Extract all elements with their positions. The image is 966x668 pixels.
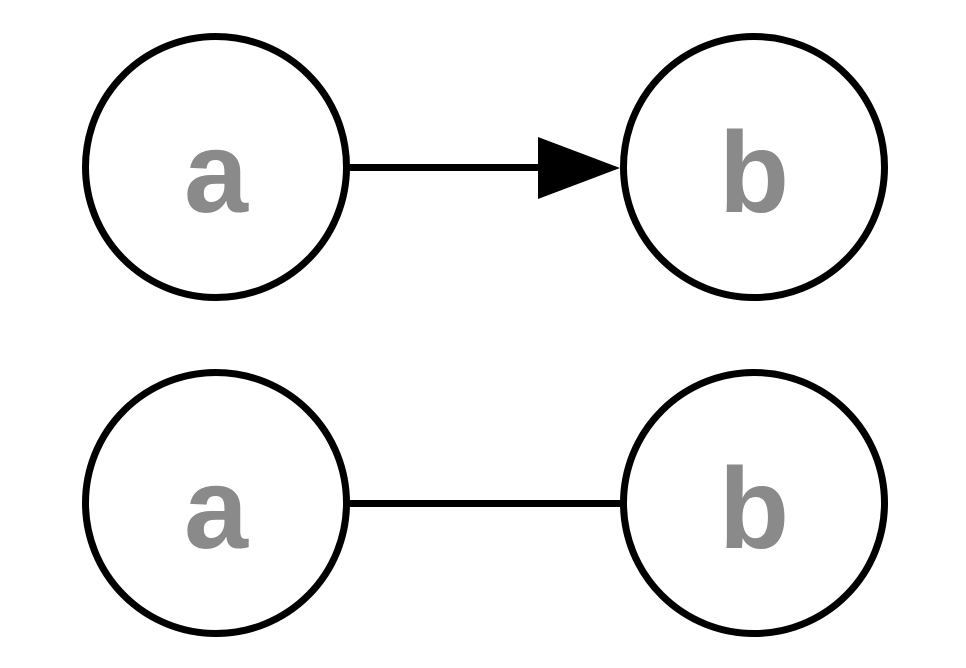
node-b-directed-label: b (718, 108, 790, 237)
arrowhead-icon (538, 137, 620, 199)
node-b-undirected: b (620, 369, 888, 637)
node-a-directed-label: a (184, 108, 248, 237)
node-a-directed: a (82, 33, 350, 301)
node-a-undirected: a (82, 369, 350, 637)
node-b-undirected-label: b (718, 444, 790, 573)
undirected-edge-line (348, 500, 622, 507)
node-b-directed: b (620, 33, 888, 301)
node-a-undirected-label: a (184, 444, 248, 573)
directed-edge-line (348, 164, 560, 171)
